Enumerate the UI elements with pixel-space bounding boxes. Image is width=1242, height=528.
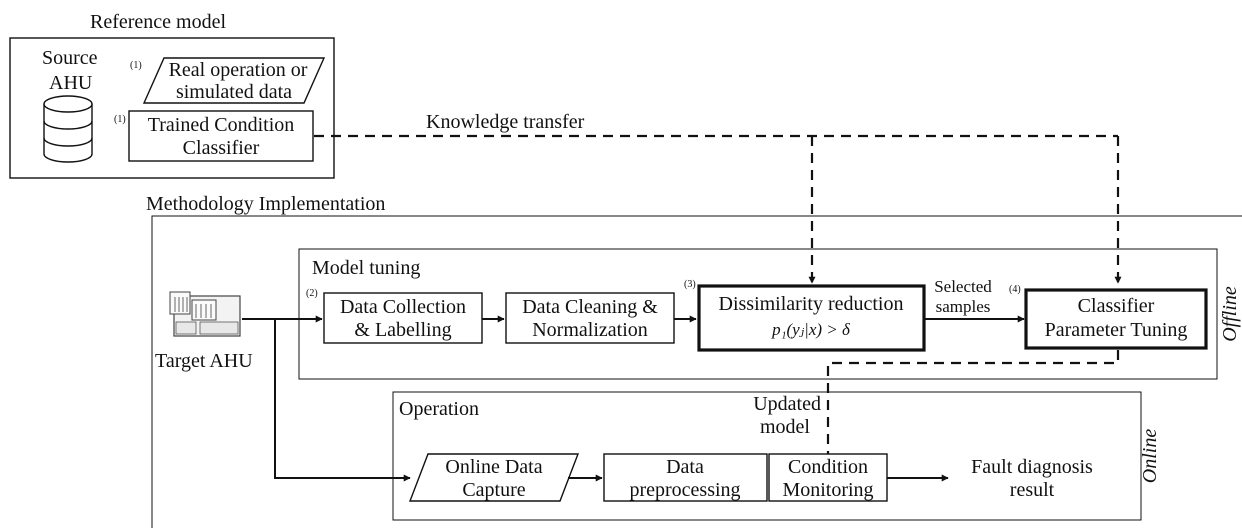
classifier-tuning-num: (4) (1009, 284, 1021, 295)
data-cleaning-box (505, 292, 675, 344)
operation-title: Operation (399, 398, 479, 420)
updated-model-line2: model (760, 416, 810, 438)
condition-monitoring-line1: Condition (788, 456, 868, 478)
preprocessing-line1: Data (666, 456, 704, 478)
target-ahu-label: Target AHU (155, 350, 253, 372)
real-data-line1: Real operation or (169, 59, 308, 81)
updated-model-arrow (824, 350, 1120, 461)
dissimilarity-line1: Dissimilarity reduction (719, 293, 904, 315)
database-icon (43, 95, 93, 163)
dissimilarity-formula: p₁(yⱼ|x) > δ (771, 320, 851, 339)
online-label: Online (1139, 429, 1161, 484)
operation-frame (392, 391, 1142, 521)
ahu-unit-icon (169, 291, 241, 337)
methodology-title: Methodology Implementation (146, 193, 385, 215)
dissimilarity-reduction-box (697, 284, 926, 352)
trained-classifier-line1: Trained Condition (148, 114, 295, 136)
fault-result-line2: result (1010, 479, 1055, 501)
classifier-tuning-box (1024, 288, 1208, 350)
knowledge-transfer-label: Knowledge transfer (426, 111, 585, 133)
offline-label: Offline (1219, 286, 1241, 342)
updated-model-line1: Updated (753, 393, 821, 415)
data-cleaning-line2: Normalization (532, 319, 648, 341)
classifier-tuning-line1: Classifier (1078, 295, 1155, 317)
online-capture-line2: Capture (462, 479, 525, 501)
model-tuning-frame (298, 248, 1218, 380)
preprocessing-box (603, 453, 768, 502)
methodology-frame (151, 215, 1242, 528)
preprocessing-line2: preprocessing (629, 479, 740, 501)
data-cleaning-line1: Data Cleaning & (522, 296, 658, 318)
classifier-tuning-line2: Parameter Tuning (1045, 319, 1188, 341)
real-data-box (142, 57, 326, 104)
trained-classifier-num: (1) (114, 114, 126, 125)
dissimilarity-num: (3) (684, 279, 696, 290)
source-label-2: AHU (49, 72, 93, 94)
online-capture-line1: Online Data (445, 456, 542, 478)
trained-classifier-box (128, 110, 314, 162)
selected-samples-line1: Selected (934, 277, 992, 296)
reference-model-title: Reference model (90, 11, 226, 33)
condition-monitoring-line2: Monitoring (782, 479, 873, 501)
trained-classifier-line2: Classifier (183, 137, 260, 159)
selected-samples-line2: samples (936, 297, 991, 316)
data-collection-num: (2) (306, 288, 318, 299)
data-collection-line1: Data Collection (340, 296, 466, 318)
real-data-line2: simulated data (176, 81, 292, 103)
fault-result-line1: Fault diagnosis (971, 456, 1093, 478)
data-collection-line2: & Labelling (354, 319, 451, 341)
model-tuning-title: Model tuning (312, 257, 420, 279)
real-data-num: (1) (130, 60, 142, 71)
condition-monitoring-box (768, 453, 888, 502)
data-collection-box (323, 292, 483, 344)
online-capture-box (408, 453, 580, 502)
arrow-target-to-capture (274, 319, 411, 482)
source-label-1: Source (42, 47, 98, 69)
